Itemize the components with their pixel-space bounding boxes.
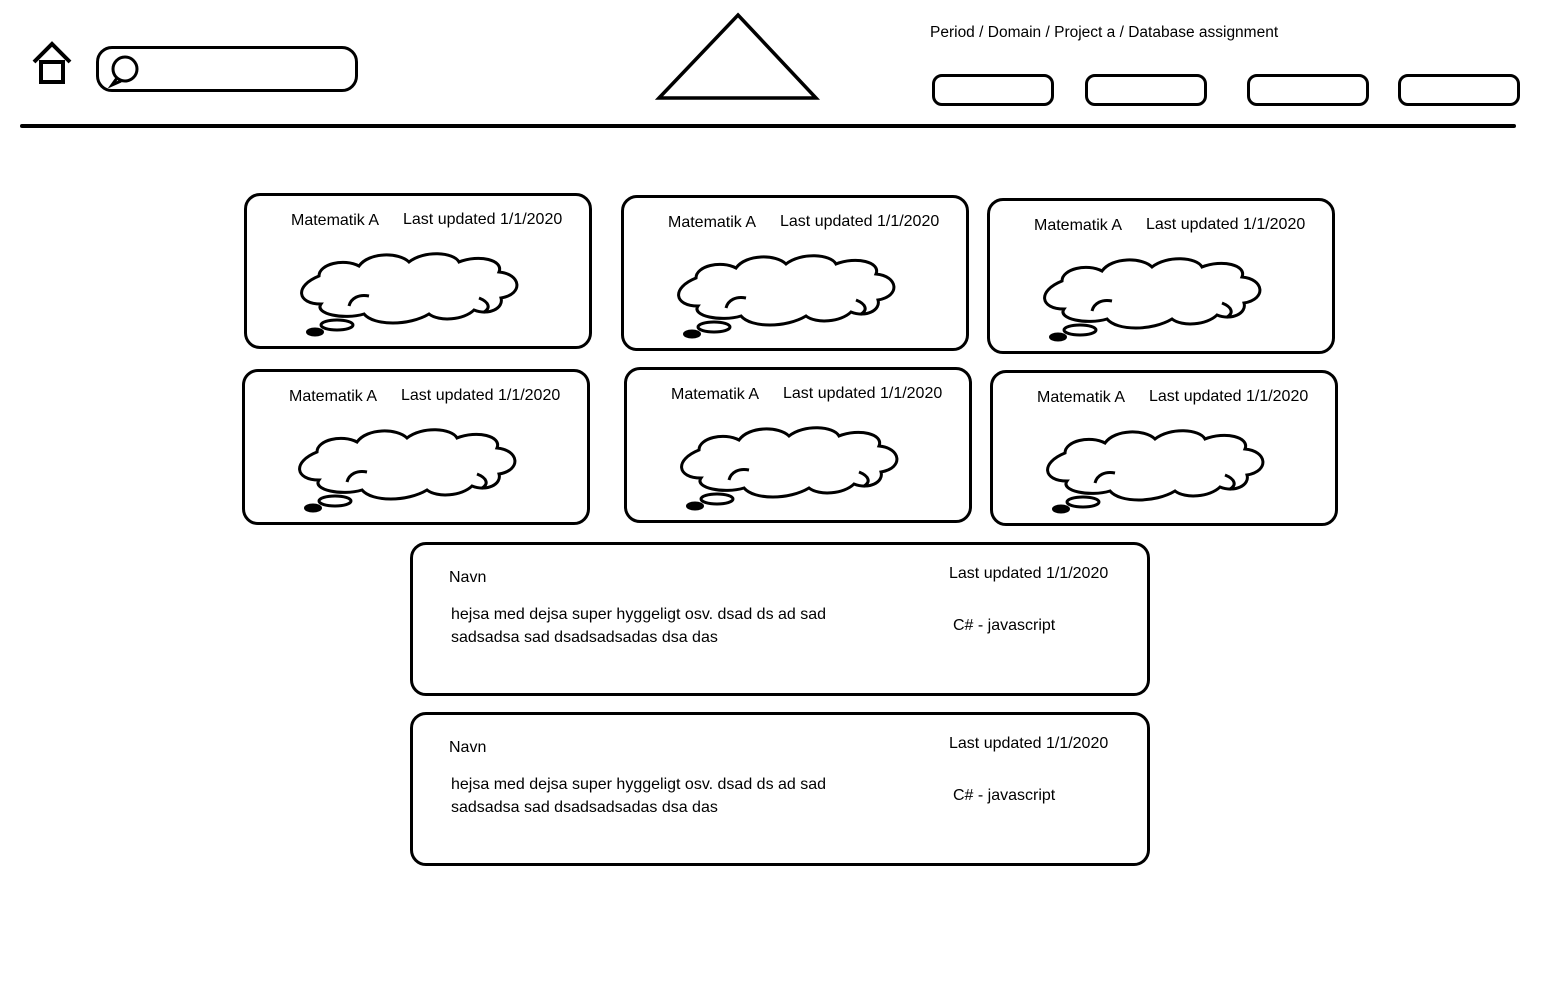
nav-button-3[interactable] [1247, 74, 1369, 106]
project-item[interactable]: Navn Last updated 1/1/2020 hejsa med dej… [410, 712, 1150, 866]
project-tech: C# - javascript [953, 787, 1056, 804]
breadcrumb-period[interactable]: Period [930, 24, 975, 41]
logo-triangle [654, 10, 821, 104]
search-icon [108, 55, 139, 88]
thought-cloud-icon [298, 428, 517, 513]
breadcrumb-project[interactable]: Project a [1054, 24, 1116, 41]
nav-button-4[interactable] [1398, 74, 1520, 106]
course-card[interactable]: Matematik A Last updated 1/1/2020 [242, 369, 590, 525]
course-card[interactable]: Matematik A Last updated 1/1/2020 [621, 195, 969, 351]
course-card[interactable]: Matematik A Last updated 1/1/2020 [624, 367, 972, 523]
breadcrumb-database-assignment[interactable]: Database assignment [1128, 24, 1279, 41]
home-icon[interactable] [30, 40, 76, 88]
header-divider [20, 124, 1516, 128]
project-name: Navn [449, 739, 487, 756]
thought-cloud-icon [677, 254, 896, 339]
breadcrumb-separator: / [1119, 24, 1124, 41]
card-last-updated: Last updated 1/1/2020 [783, 385, 943, 402]
breadcrumb-separator: / [1045, 24, 1050, 41]
card-title: Matematik A [1037, 389, 1126, 406]
project-description: hejsa med dejsa super hyggeligt osv. dsa… [451, 776, 827, 816]
card-title: Matematik A [1034, 217, 1123, 234]
thought-cloud-icon [300, 252, 519, 337]
project-tech: C# - javascript [953, 617, 1056, 634]
card-last-updated: Last updated 1/1/2020 [1146, 216, 1306, 233]
breadcrumb: Period / Domain / Project a / Database a… [930, 24, 1430, 42]
thought-cloud-icon [680, 426, 899, 511]
nav-button-2[interactable] [1085, 74, 1207, 106]
search-input[interactable] [145, 57, 349, 83]
course-card[interactable]: Matematik A Last updated 1/1/2020 [244, 193, 592, 349]
nav-button-1[interactable] [932, 74, 1054, 106]
card-last-updated: Last updated 1/1/2020 [401, 387, 561, 404]
project-name: Navn [449, 569, 487, 586]
card-title: Matematik A [289, 388, 378, 405]
course-card[interactable]: Matematik A Last updated 1/1/2020 [990, 370, 1338, 526]
card-last-updated: Last updated 1/1/2020 [780, 213, 940, 230]
thought-cloud-icon [1046, 429, 1265, 514]
thought-cloud-icon [1043, 257, 1262, 342]
card-title: Matematik A [671, 386, 760, 403]
card-last-updated: Last updated 1/1/2020 [403, 211, 563, 228]
card-title: Matematik A [291, 212, 380, 229]
search-field[interactable] [96, 46, 358, 92]
card-last-updated: Last updated 1/1/2020 [1149, 388, 1309, 405]
project-last-updated: Last updated 1/1/2020 [949, 735, 1109, 752]
project-last-updated: Last updated 1/1/2020 [949, 565, 1109, 582]
breadcrumb-separator: / [979, 24, 984, 41]
course-card[interactable]: Matematik A Last updated 1/1/2020 [987, 198, 1335, 354]
project-description: hejsa med dejsa super hyggeligt osv. dsa… [451, 606, 827, 646]
project-item[interactable]: Navn Last updated 1/1/2020 hejsa med dej… [410, 542, 1150, 696]
card-title: Matematik A [668, 214, 757, 231]
breadcrumb-domain[interactable]: Domain [987, 24, 1042, 41]
